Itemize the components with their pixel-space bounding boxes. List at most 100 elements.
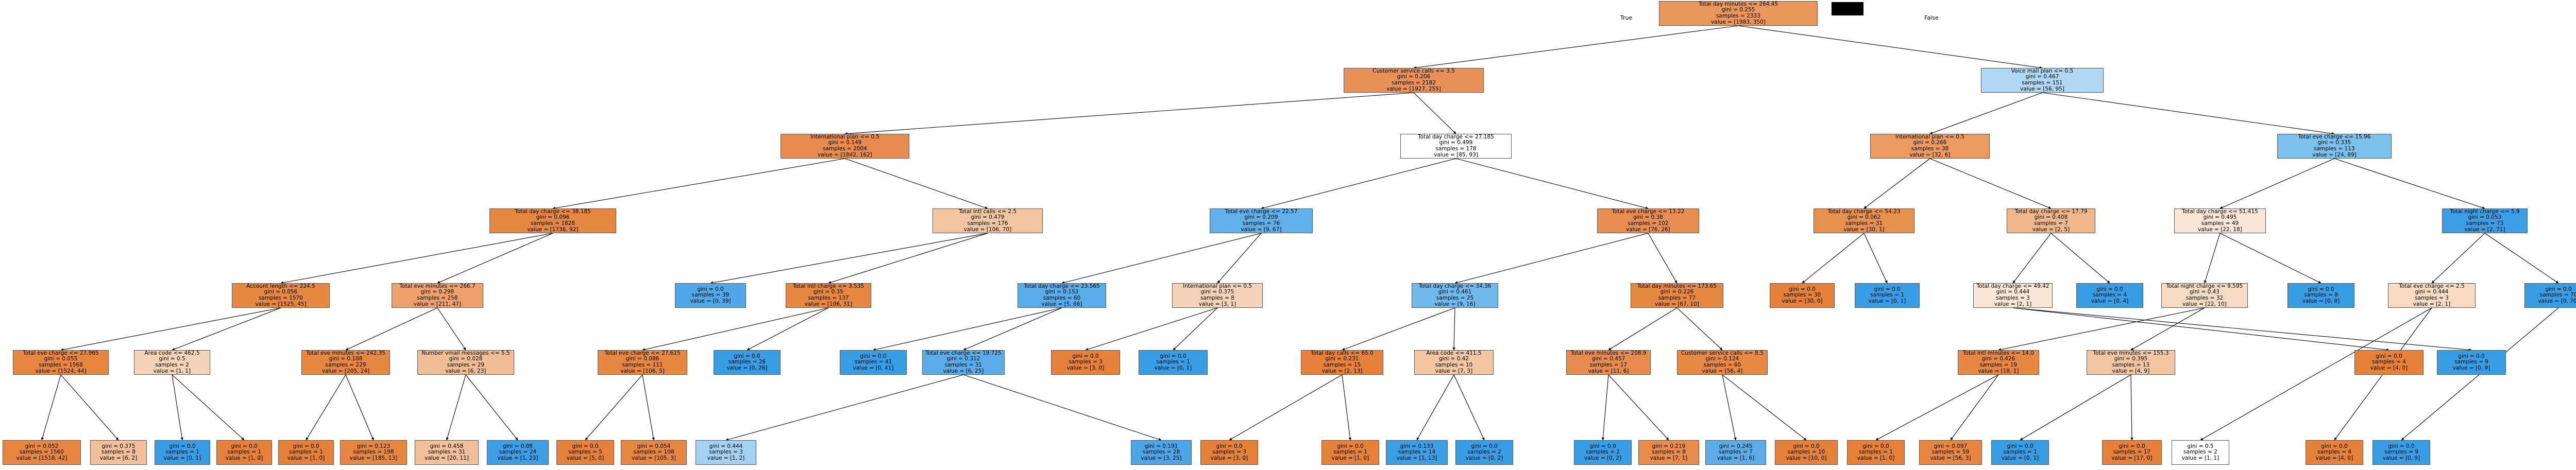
tree-edge (437, 307, 466, 351)
node-text-line: gini = 0.188 (329, 356, 363, 362)
tree-edge (642, 374, 655, 441)
tree-edge (1950, 374, 1999, 441)
node-text-line: gini = 0.458 (430, 443, 464, 449)
node-text-line: samples = 49 (2201, 220, 2239, 227)
node-text-line: gini = 0.245 (1719, 443, 1753, 449)
node-text-line: samples = 1828 (531, 220, 575, 227)
node-text-line: value = [3, 1] (1198, 301, 1236, 307)
node-text-line: samples = 229 (325, 362, 366, 368)
node-text-line: samples = 2004 (823, 146, 867, 152)
tree-edge (465, 374, 518, 441)
node-text-line: samples = 8 (1652, 449, 1686, 456)
node-text-line: International plan <= 0.5 (1183, 283, 1252, 289)
node-text-line: samples = 1 (1859, 449, 1893, 456)
node-text-line: gini = 0.0 (734, 353, 760, 359)
node-text-line: value = [6, 2] (99, 455, 138, 461)
node-text-line: value = [0, 39] (690, 298, 731, 304)
node-text-line: samples = 1 (227, 449, 261, 456)
node-text-line: samples = 1 (1333, 449, 1367, 456)
node-text-line: Total day charge <= 34.36 (1418, 283, 1492, 289)
node-text-line: samples = 258 (417, 295, 458, 301)
node-text-line: Total eve charge <= 13.22 (1612, 208, 1685, 215)
node-text-line: samples = 29 (447, 362, 485, 368)
node-text-line: samples = 24 (499, 449, 537, 456)
node-text-line: value = [106, 70] (963, 226, 1012, 233)
node-text-line: value = [18, 1] (1978, 368, 2019, 374)
tree-edge (306, 374, 346, 441)
node-text-line: value = [32, 6] (1909, 151, 1951, 158)
node-text-line: value = [205, 24] (321, 368, 370, 374)
node-text-line: value = [76, 26] (1626, 226, 1670, 233)
node-text-line: samples = 1560 (20, 449, 64, 456)
node-text-line: gini = 0.062 (1847, 214, 1881, 221)
tree-edge (345, 307, 438, 351)
tree-edge (1453, 374, 1485, 441)
node-text-line: gini = 0.097 (1934, 443, 1968, 449)
tree-edge (1601, 374, 1609, 441)
tree-edge (1802, 233, 1865, 284)
tree-edge (642, 307, 829, 351)
node-text-line: value = [0, 1] (1154, 364, 1192, 371)
node-text-line: Voice mail plan <= 0.5 (2011, 67, 2074, 74)
node-text-line: value = [1927, 255] (1386, 85, 1441, 92)
node-text-line: samples = 4 (2372, 359, 2406, 365)
node-text-line: gini = 0.479 (971, 214, 1005, 221)
node-text-line: gini = 0.0 (2458, 353, 2485, 359)
node-text-line: samples = 76 (1242, 220, 1280, 227)
node-text-line: value = [56, 4] (1702, 368, 1743, 374)
node-text-line: gini = 0.0 (2096, 286, 2123, 292)
node-text-line: value = [0, 2] (1584, 455, 1622, 461)
node-text-line: samples = 3 (1996, 295, 2030, 301)
node-text-line: Total day calls <= 65.0 (1311, 350, 1374, 356)
node-text-line: Area code <= 462.5 (144, 350, 200, 356)
node-text-line: samples = 13 (2112, 362, 2150, 368)
node-text-line: value = [4, 9] (2112, 368, 2150, 374)
node-text-line: value = [1, 0] (225, 455, 263, 461)
node-text-line: Total eve minutes <= 155.3 (2093, 350, 2169, 356)
node-text-line: value = [2, 1] (1994, 301, 2032, 307)
tree-edge (2012, 233, 2052, 284)
node-text-line: samples = 41 (854, 359, 892, 365)
node-text-line: samples = 4 (2093, 292, 2127, 299)
node-text-line: value = [0, 70] (2538, 298, 2576, 304)
node-text-line: value = [0, 1] (1868, 298, 1906, 304)
node-text-line: gini = 0.0 (2376, 353, 2402, 359)
node-text-line: value = [1842, 162] (818, 151, 872, 158)
node-text-line: Number vmail messages <= 5.5 (421, 350, 510, 356)
node-text-line: gini = 0.335 (2317, 140, 2351, 146)
tree-edge (2130, 307, 2205, 351)
node-text-line: Total day charge <= 17.79 (2014, 208, 2088, 215)
node-text-line: gini = 0.461 (1438, 289, 1472, 295)
tree-edge (345, 374, 374, 441)
node-text-line: gini = 0.124 (1705, 356, 1739, 362)
node-text-line: gini = 0.231 (1325, 356, 1359, 362)
tree-edge (963, 374, 1162, 441)
node-text-line: value = [4, 0] (2315, 455, 2353, 461)
tree-edge (280, 233, 553, 284)
node-text-line: value = [4, 0] (2370, 364, 2408, 371)
tree-edge (1929, 158, 2052, 209)
